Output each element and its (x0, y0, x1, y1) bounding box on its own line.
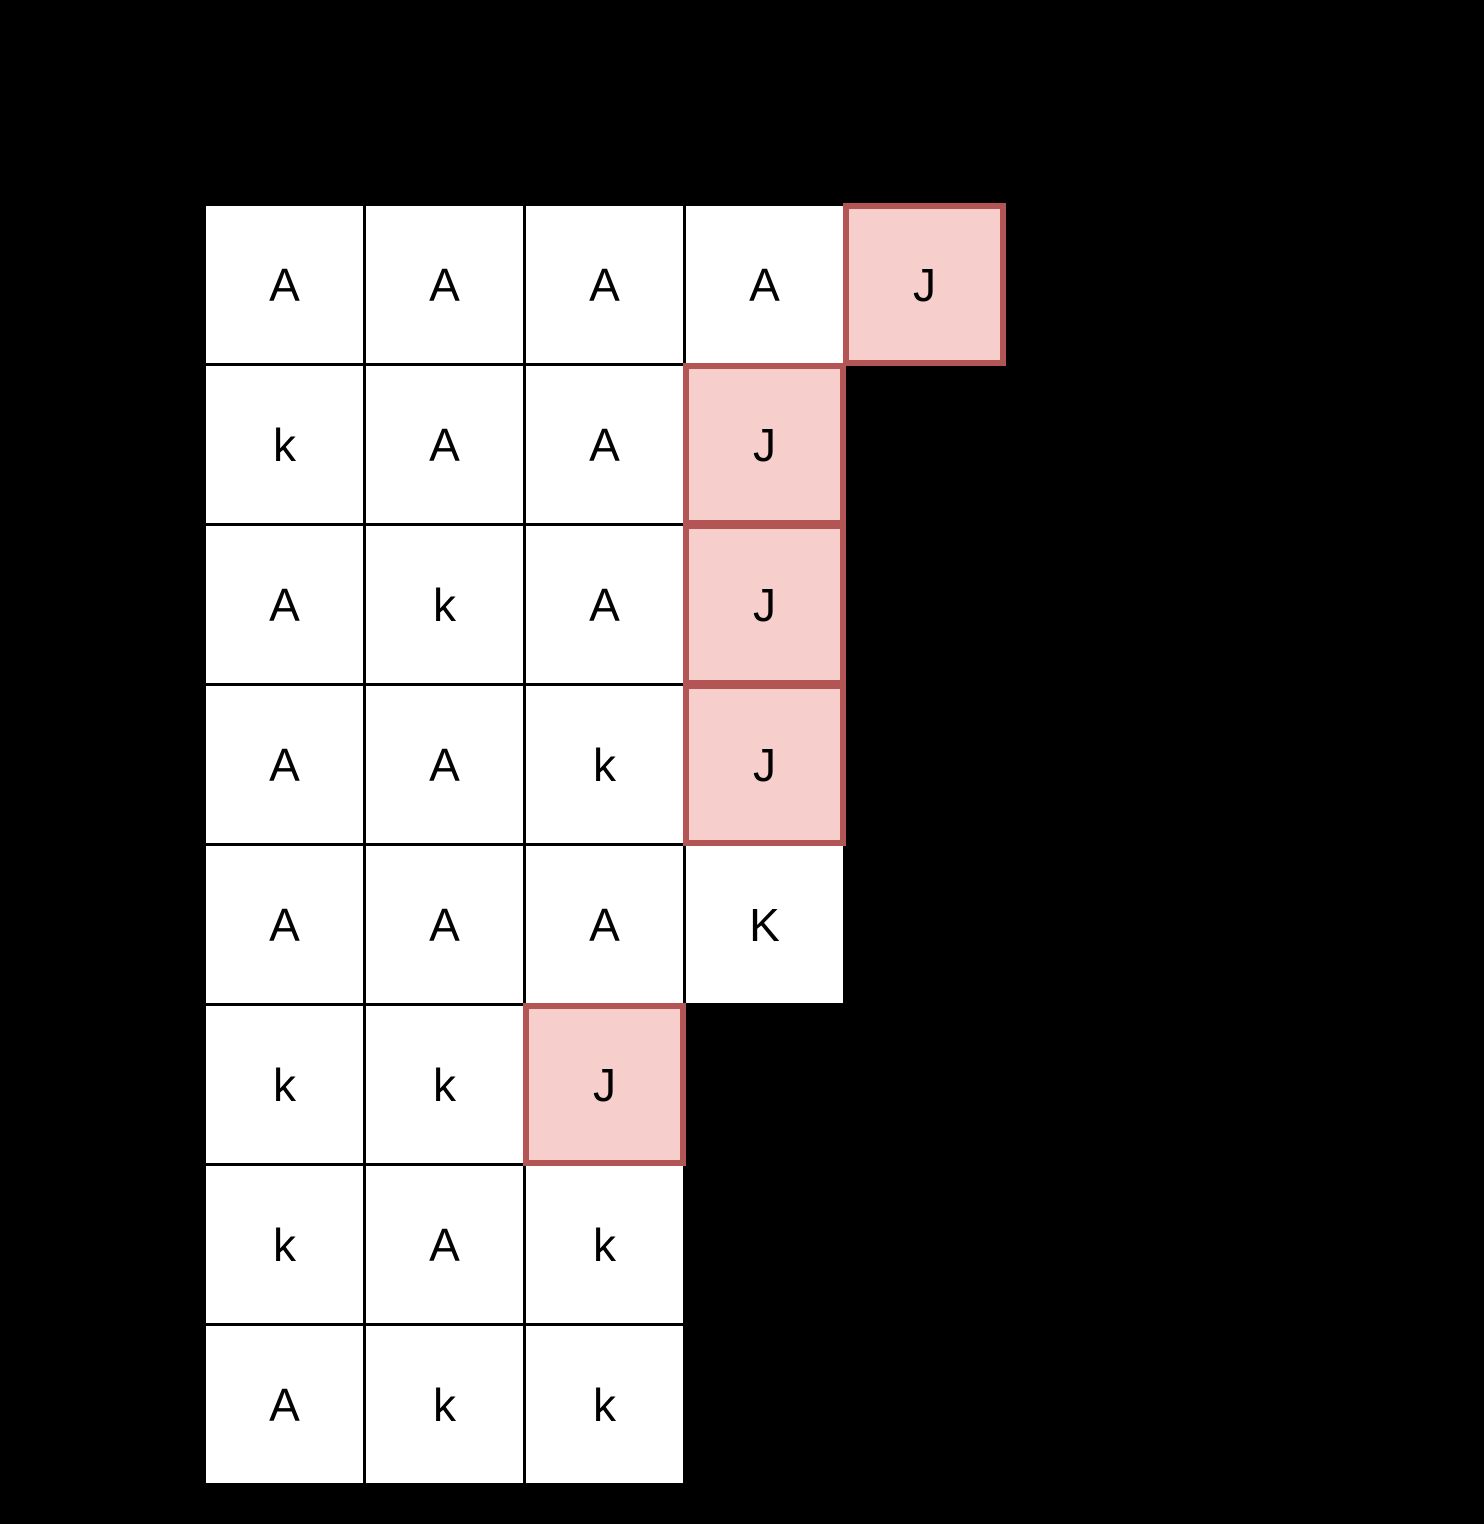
grid-cell-highlighted[interactable]: J (683, 683, 846, 846)
cell-letter: J (753, 578, 776, 631)
cell-letter: J (913, 258, 936, 311)
grid-cell[interactable]: k (363, 523, 526, 686)
grid-cell[interactable]: A (523, 203, 686, 366)
cell-letter: A (589, 418, 620, 471)
cell-letter: A (269, 1378, 300, 1431)
grid-cell-highlighted[interactable]: J (523, 1003, 686, 1166)
cell-letter: k (433, 578, 456, 631)
cell-letter: k (593, 738, 616, 791)
grid-cell[interactable]: k (203, 1163, 366, 1326)
cell-letter: A (269, 578, 300, 631)
cell-letter: A (429, 258, 460, 311)
cell-letter: A (749, 258, 780, 311)
grid-cell[interactable]: k (363, 1003, 526, 1166)
grid-cell[interactable]: k (523, 683, 686, 846)
grid-cell[interactable]: A (363, 363, 526, 526)
cell-letter: A (589, 898, 620, 951)
grid-cell[interactable]: A (523, 843, 686, 1006)
cell-letter: k (593, 1378, 616, 1431)
cell-letter: J (753, 738, 776, 791)
cell-letter: A (589, 578, 620, 631)
cell-letter: k (433, 1378, 456, 1431)
grid-cell[interactable]: A (203, 683, 366, 846)
grid-cell[interactable]: k (363, 1323, 526, 1486)
grid-cell[interactable]: A (203, 843, 366, 1006)
cell-letter: k (273, 1058, 296, 1111)
grid-cell[interactable]: A (203, 1323, 366, 1486)
grid-cell[interactable]: A (523, 363, 686, 526)
cell-letter: K (749, 898, 780, 951)
grid-cell[interactable]: A (363, 683, 526, 846)
cell-letter: A (429, 418, 460, 471)
grid-cell[interactable]: A (363, 843, 526, 1006)
cell-letter: k (433, 1058, 456, 1111)
grid-cell[interactable]: A (363, 203, 526, 366)
cell-letter: A (269, 258, 300, 311)
cell-letter: A (269, 738, 300, 791)
cell-letter: k (273, 1218, 296, 1271)
cell-letter: J (593, 1058, 616, 1111)
cell-letter: k (273, 418, 296, 471)
grid-cell-highlighted[interactable]: J (843, 203, 1006, 366)
cell-letter: A (429, 898, 460, 951)
cell-letter: J (753, 418, 776, 471)
grid-cell[interactable]: A (683, 203, 846, 366)
grid-cell[interactable]: k (203, 1003, 366, 1166)
grid-cell[interactable]: A (203, 523, 366, 686)
grid-cell[interactable]: A (523, 523, 686, 686)
grid-cell[interactable]: A (363, 1163, 526, 1326)
cell-letter: A (429, 1218, 460, 1271)
grid-cell-highlighted[interactable]: J (683, 523, 846, 686)
cell-letter: A (589, 258, 620, 311)
cell-letter: k (593, 1218, 616, 1271)
grid-cell[interactable]: k (523, 1163, 686, 1326)
grid-cell[interactable]: k (203, 363, 366, 526)
grid-cell[interactable]: A (203, 203, 366, 366)
grid-cell[interactable]: K (683, 843, 846, 1006)
grid-cell-highlighted[interactable]: J (683, 363, 846, 526)
cell-letter: A (429, 738, 460, 791)
cell-letter: A (269, 898, 300, 951)
grid-cell[interactable]: k (523, 1323, 686, 1486)
